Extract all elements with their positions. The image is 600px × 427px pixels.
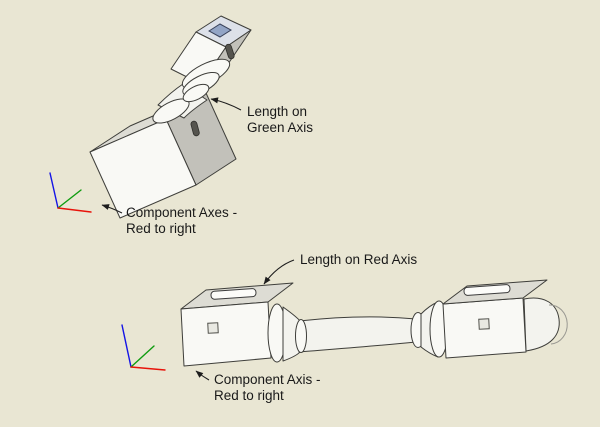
lower-left-block-top-slot <box>210 288 257 300</box>
upper-component <box>89 15 252 219</box>
upper-top-block-blue-mortise <box>208 23 232 38</box>
label-length-green-axis-line2: Green Axis <box>247 120 313 135</box>
red-axis-line <box>57 207 92 213</box>
upper-bottom-block-mortise-slot <box>190 120 200 137</box>
leader-component-axes-top <box>101 204 123 214</box>
axes-indicator-lower <box>121 324 166 371</box>
blue-axis-line <box>121 324 132 368</box>
label-component-axes-top-line1: Component Axes - <box>126 205 237 220</box>
label-length-green-axis-line1: Length on <box>247 104 307 119</box>
label-component-axes-bottom-line2: Red to right <box>214 388 284 403</box>
red-axis-line <box>130 366 166 371</box>
lower-left-block-front-face <box>180 301 272 367</box>
green-axis-line <box>130 345 155 368</box>
label-component-axes-bottom-line1: Component Axis - <box>214 372 321 387</box>
label-component-axes-top-line2: Red to right <box>126 221 196 236</box>
axes-indicator-upper <box>49 172 92 213</box>
lower-right-block-front-hole <box>478 318 490 330</box>
lower-end-knob-cap-curve <box>548 304 568 345</box>
upper-bottom-block-front-face <box>89 118 197 219</box>
lower-left-bead <box>295 319 307 353</box>
lower-component <box>180 279 568 367</box>
leader-length-green-axis <box>210 97 242 111</box>
leader-component-axes-bottom <box>195 370 210 381</box>
upper-collar-ring-3 <box>182 83 210 103</box>
green-axis-line <box>57 189 82 209</box>
lower-right-block-top-slot <box>463 284 511 296</box>
blue-axis-line <box>49 172 59 209</box>
label-length-red-axis: Length on Red Axis <box>300 252 417 267</box>
upper-top-block-mortise-slot <box>225 43 235 60</box>
lower-end-knob <box>523 297 560 352</box>
lower-left-block-front-hole <box>207 322 219 334</box>
leader-length-red-axis <box>263 259 295 285</box>
